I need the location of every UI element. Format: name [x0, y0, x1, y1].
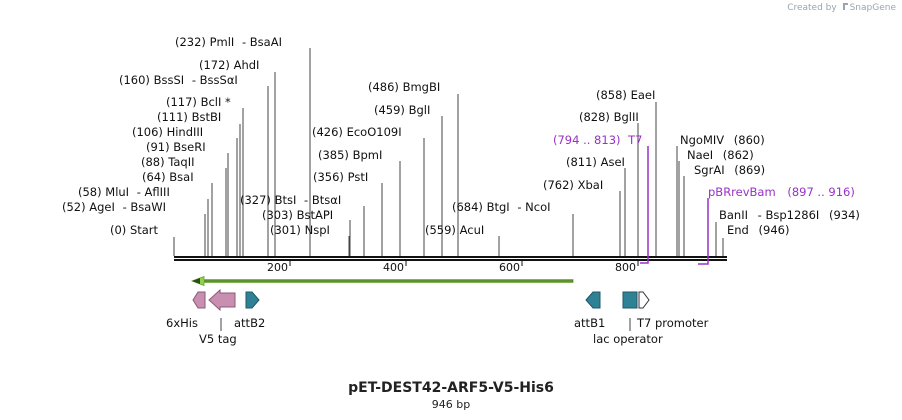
enzyme-label[interactable]: BanII - Bsp1286I (934) — [719, 208, 860, 222]
enzyme-label[interactable]: (64) BsaI — [142, 170, 194, 184]
enzyme-label[interactable]: (559) AcuI — [425, 223, 484, 237]
enzyme-label[interactable]: (459) BglI — [374, 103, 430, 117]
plasmid-length: 946 bp — [431, 398, 471, 411]
enzyme-label[interactable]: (160) BssSI - BssSαI — [119, 73, 238, 87]
enzyme-label[interactable]: (232) PmlI - BsaAI — [175, 35, 282, 49]
enzyme-label[interactable]: (106) HindIII — [132, 125, 203, 139]
credit-brand: SnapGene — [849, 3, 896, 13]
feature-label-v5-tag: V5 tag — [199, 332, 237, 346]
enzyme-labels-middle: (327) BtsI - BtsαI (303) BstAPI (301) Ns… — [240, 80, 551, 237]
tick-label-800: 800 — [615, 261, 636, 274]
feature-lac-operator[interactable] — [622, 291, 638, 309]
feature-label-lac-operator: lac operator — [593, 332, 663, 346]
enzyme-label[interactable]: (58) MluI - AflIII — [78, 185, 170, 199]
enzyme-label[interactable]: (486) BmgBI — [368, 80, 440, 94]
start-label: (0) Start — [110, 223, 159, 237]
primer-pbrrevbam-label[interactable]: pBRrevBam (897 .. 916) — [708, 185, 855, 199]
enzyme-label[interactable]: (303) BstAPI — [262, 208, 333, 222]
enzyme-label[interactable]: (858) EaeI — [596, 88, 655, 102]
enzyme-label[interactable]: (356) PstI — [313, 170, 368, 184]
feature-label-6xhis: 6xHis — [166, 316, 198, 330]
enzyme-label[interactable]: (111) BstBI — [157, 110, 221, 124]
tick-label-400: 400 — [383, 261, 404, 274]
snapgene-credit: Created by SnapGene — [787, 2, 896, 13]
end-label: End (946) — [727, 223, 789, 237]
tick-label-200: 200 — [267, 261, 288, 274]
feature-attb1[interactable] — [585, 291, 601, 309]
enzyme-label[interactable]: (91) BseRI — [146, 140, 206, 154]
enzyme-label[interactable]: NaeI (862) — [687, 148, 754, 162]
orf-arrow[interactable] — [190, 275, 574, 287]
feature-label-t7-promoter: T7 promoter — [636, 316, 709, 330]
feature-6xhis[interactable] — [192, 291, 206, 309]
enzyme-labels-right: (858) EaeI (828) BglII (811) AseI (762) … — [543, 88, 860, 237]
plasmid-name: pET-DEST42-ARF5-V5-His6 — [348, 380, 554, 396]
enzyme-label[interactable]: (117) BclI * — [166, 95, 231, 109]
cut-site-lines — [173, 48, 724, 256]
enzyme-label[interactable]: SgrAI (869) — [694, 163, 765, 177]
axis-ticks: 200 400 600 800 — [267, 261, 639, 274]
plasmid-map: 200 400 600 800 — [62, 35, 860, 346]
enzyme-label[interactable]: (172) AhdI — [199, 58, 259, 72]
enzyme-label[interactable]: (327) BtsI - BtsαI — [240, 193, 341, 207]
enzyme-label[interactable]: (811) AseI — [566, 155, 625, 169]
tick-label-600: 600 — [499, 261, 520, 274]
enzyme-label[interactable]: (385) BpmI — [318, 148, 382, 162]
enzyme-label[interactable]: NgoMIV (860) — [680, 133, 765, 147]
snapgene-logo-icon — [842, 3, 848, 10]
enzyme-label[interactable]: (828) BglII — [579, 110, 639, 124]
enzyme-label[interactable]: (684) BtgI - NcoI — [452, 200, 551, 214]
enzyme-label[interactable]: (762) XbaI — [543, 178, 603, 192]
enzyme-label[interactable]: (426) EcoO109I — [312, 125, 402, 139]
feature-v5-tag[interactable] — [208, 288, 236, 312]
enzyme-label[interactable]: (52) AgeI - BsaWI — [62, 200, 166, 214]
primer-pbrrevbam[interactable] — [698, 198, 709, 265]
feature-label-attb1: attB1 — [574, 316, 605, 330]
primer-t7-label[interactable]: (794 .. 813) T7 — [553, 133, 643, 147]
feature-attb2[interactable] — [245, 291, 260, 309]
enzyme-labels-left: (232) PmlI - BsaAI (172) AhdI (160) BssS… — [62, 35, 282, 237]
primer-t7[interactable] — [640, 146, 649, 264]
feature-t7-promoter[interactable] — [638, 291, 650, 309]
enzyme-label[interactable]: (88) TaqII — [141, 155, 195, 169]
credit-prefix: Created by — [787, 3, 837, 13]
enzyme-label[interactable]: (301) NspI — [270, 223, 330, 237]
feature-label-attb2: attB2 — [234, 316, 265, 330]
